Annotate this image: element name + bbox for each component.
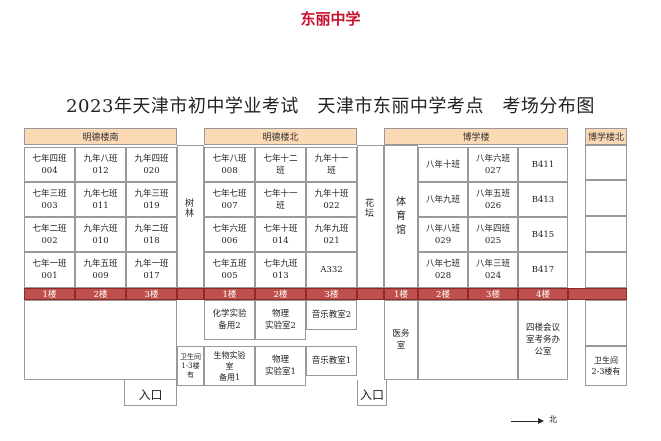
building-header-boxue: 博学楼 <box>384 128 568 145</box>
building-header-mingde-north: 明德楼北 <box>204 128 357 145</box>
physics-lab-1: 物理 实验室1 <box>255 346 306 386</box>
room-b-2-1: 八年九班 <box>418 182 468 217</box>
north-arrow-icon <box>538 418 544 424</box>
room-s-3-2: 九年六班 010 <box>75 217 126 252</box>
room-n-4-1: 七年五班 005 <box>204 252 255 288</box>
boxue-north-lower <box>585 300 627 346</box>
chem-lab-2: 化学实验 备用2 <box>204 300 255 340</box>
room-b-1-1: 八年十班 <box>418 147 468 182</box>
floor-label-n-2: 2楼 <box>255 288 306 300</box>
north-label: 北 <box>549 415 557 424</box>
room-n-3-2: 七年十班 014 <box>255 217 306 252</box>
room-n-4-3: A332 <box>306 252 357 288</box>
boxue-north-room-2 <box>585 180 627 216</box>
boxue-north-room-1 <box>585 145 627 180</box>
room-n-3-1: 七年六班 006 <box>204 217 255 252</box>
office: 四楼会议 室考务办 公室 <box>518 300 568 380</box>
restroom-right: 卫生间 2-3楼有 <box>585 346 627 386</box>
boxue-north-room-3 <box>585 216 627 252</box>
room-s-3-3: 九年二班 018 <box>126 217 177 252</box>
room-b-2-2: 八年五班 026 <box>468 182 518 217</box>
grove-area <box>177 145 204 288</box>
floor-bar-gap-2 <box>357 288 384 300</box>
physics-lab-2: 物理 实验室2 <box>255 300 306 340</box>
boxue-north-room-4 <box>585 252 627 288</box>
floor-label-b-3: 3楼 <box>468 288 518 300</box>
room-b-2-3: B413 <box>518 182 568 217</box>
room-s-2-1: 七年三班 003 <box>24 182 75 217</box>
music-room-2: 音乐教室2 <box>306 300 357 330</box>
room-n-2-1: 七年七班 007 <box>204 182 255 217</box>
flower-bed-area <box>357 145 384 288</box>
room-b-4-1: 八年七班 028 <box>418 252 468 288</box>
room-s-4-1: 七年一班 001 <box>24 252 75 288</box>
floor-label-s-2: 2楼 <box>75 288 126 300</box>
floor-label-b-2: 2楼 <box>418 288 468 300</box>
entrance-left: 入口 <box>138 387 163 402</box>
room-b-3-3: B415 <box>518 217 568 252</box>
clinic: 医务 室 <box>384 300 418 380</box>
room-b-1-3: B411 <box>518 147 568 182</box>
gym-block: 体 育 馆 <box>384 145 418 288</box>
room-s-3-1: 七年二班 002 <box>24 217 75 252</box>
room-s-2-3: 九年三班 019 <box>126 182 177 217</box>
room-n-4-2: 七年九班 013 <box>255 252 306 288</box>
room-b-3-2: 八年四班 025 <box>468 217 518 252</box>
room-n-1-3: 九年十一 班 <box>306 147 357 182</box>
room-s-4-3: 九年一班 017 <box>126 252 177 288</box>
entrance-right-box <box>357 380 387 406</box>
bio-lab-1: 生物实验 室 备用1 <box>204 346 255 386</box>
floor-label-s-3: 3楼 <box>126 288 177 300</box>
floor-label-n-1: 1楼 <box>204 288 255 300</box>
school-name: 东丽中学 <box>300 10 361 28</box>
room-s-4-2: 九年五班 009 <box>75 252 126 288</box>
boxue-lower-block <box>418 300 518 380</box>
page-title: 2023年天津市初中学业考试 天津市东丽中学考点 考场分布图 <box>66 96 595 117</box>
room-b-4-2: 八年三班 024 <box>468 252 518 288</box>
building-header-boxue-north: 博学楼北 <box>585 128 627 145</box>
floor-label-n-3: 3楼 <box>306 288 357 300</box>
north-arrow-line <box>511 421 541 422</box>
restroom-left: 卫生间 1-3楼 有 <box>177 346 204 386</box>
floor-label-b-1: 1楼 <box>384 288 418 300</box>
room-s-2-2: 九年七班 011 <box>75 182 126 217</box>
room-b-3-1: 八年八班 029 <box>418 217 468 252</box>
room-b-4-3: B417 <box>518 252 568 288</box>
building-header-mingde-south: 明德楼南 <box>24 128 177 145</box>
room-s-1-1: 七年四班 004 <box>24 147 75 182</box>
floor-label-b-4: 4楼 <box>518 288 568 300</box>
entrance-left-box <box>124 380 177 406</box>
flower-bed-label: 花坛 <box>363 198 373 218</box>
room-b-1-2: 八年六班 027 <box>468 147 518 182</box>
music-room-1: 音乐教室1 <box>306 346 357 376</box>
floor-label-s-1: 1楼 <box>24 288 75 300</box>
grove-label: 树林 <box>183 198 193 218</box>
room-n-2-3: 九年十班 022 <box>306 182 357 217</box>
floor-bar-gap-1 <box>177 288 204 300</box>
room-n-3-3: 九年九班 021 <box>306 217 357 252</box>
room-s-1-2: 九年八班 012 <box>75 147 126 182</box>
entrance-right: 入口 <box>359 387 384 402</box>
room-n-1-1: 七年八班 008 <box>204 147 255 182</box>
room-n-1-2: 七年十二 班 <box>255 147 306 182</box>
lower-block-south <box>24 300 177 380</box>
room-n-2-2: 七年十一 班 <box>255 182 306 217</box>
floor-bar-gap-3 <box>568 288 627 300</box>
room-s-1-3: 九年四班 020 <box>126 147 177 182</box>
